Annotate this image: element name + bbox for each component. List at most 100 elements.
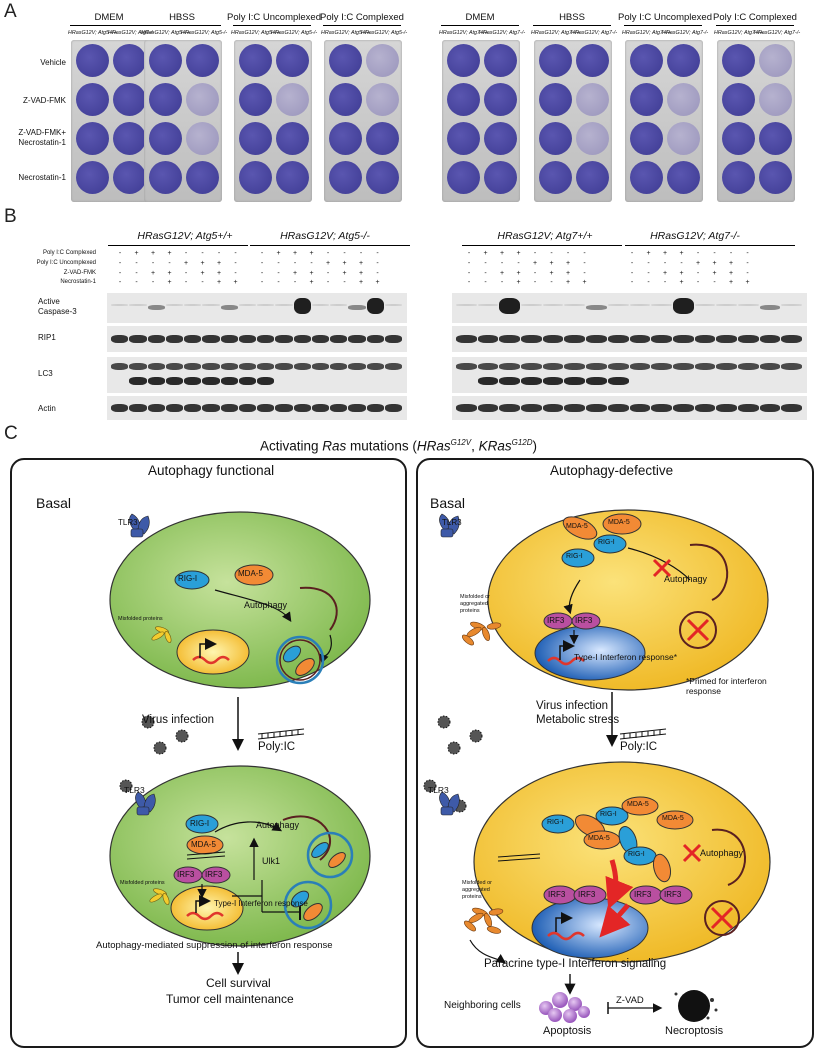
stained-well xyxy=(329,161,362,194)
left-infected-autophagy-label: Autophagy xyxy=(256,820,300,830)
treatment-sign: - xyxy=(680,260,683,267)
zvad-label: Z-VAD xyxy=(616,995,644,1006)
treatment-sign: + xyxy=(549,260,554,267)
treatment-sign: - xyxy=(234,250,237,257)
stained-well xyxy=(329,44,362,77)
stained-well xyxy=(759,161,792,194)
left-basal-cell xyxy=(109,511,371,689)
stained-well xyxy=(149,83,182,116)
treatment-sign: - xyxy=(326,250,330,257)
stained-well xyxy=(630,161,663,194)
treatment-sign: - xyxy=(118,250,122,257)
treatment-sign: + xyxy=(499,250,505,257)
treatment-sign: - xyxy=(713,279,716,286)
stained-well xyxy=(722,122,755,155)
treatment-sign: - xyxy=(647,279,650,286)
treatment-sign: - xyxy=(293,279,297,286)
treatment-sign: - xyxy=(135,279,138,286)
left-tlr3-receptor xyxy=(129,513,150,538)
treatment-sign: - xyxy=(184,279,188,286)
suppression-label: Autophagy-mediated suppression of interf… xyxy=(96,940,333,951)
right-heading: Autophagy-defective xyxy=(550,463,674,478)
plate-genotype-label: HRasG12V; Atg7+/+ xyxy=(439,30,488,36)
right-irf3-a-label: IRF3 xyxy=(547,616,565,625)
right-rigi-label-2: RIG-I xyxy=(566,553,583,560)
blot-label-lc3: LC3 xyxy=(38,369,53,378)
treatment-sign: - xyxy=(260,279,264,286)
treatment-sign: + xyxy=(728,279,734,286)
tumor-maintenance-label: Tumor cell maintenance xyxy=(166,992,294,1006)
left-irf3-a-label: IRF3 xyxy=(177,870,195,879)
stained-well xyxy=(76,83,109,116)
treatment-sign: - xyxy=(260,270,264,277)
plate-row-label: Necrostatin-1 xyxy=(18,173,66,182)
stained-well xyxy=(329,122,362,155)
left-basal-autophagosome xyxy=(275,635,325,685)
necroptosis-cell xyxy=(674,990,718,1022)
left-infected-misfolded xyxy=(149,888,170,906)
treatment-sign: + xyxy=(358,270,364,277)
treatment-sign: + xyxy=(276,250,281,257)
right-infected-mda5-2: MDA-5 xyxy=(588,835,610,842)
treatment-sign: - xyxy=(533,250,537,257)
right-infected-tlr3 xyxy=(439,791,460,816)
plate-group-title: Poly I:C Complexed xyxy=(320,12,404,23)
plate-genotype-label: HRasG12V; Atg5+/+ xyxy=(68,30,117,36)
left-infected-misfolded-label: Misfolded proteins xyxy=(120,880,165,886)
stained-well xyxy=(484,44,517,77)
stained-well xyxy=(113,83,146,116)
stained-well xyxy=(149,161,182,194)
right-infected-autophagy-label: Autophagy xyxy=(700,848,744,858)
treatment-sign: - xyxy=(118,260,122,267)
plate-group-title: Poly I:C Uncomplexed xyxy=(618,12,712,23)
treatment-sign: - xyxy=(359,250,363,257)
treatment-sign: + xyxy=(565,279,571,286)
treatment-sign: - xyxy=(326,270,330,277)
blot-title-atg5-wt: HRasG12V; Atg5+/+ xyxy=(137,230,233,242)
right-polyic-label: Poly:IC xyxy=(620,741,658,753)
right-rigi-label-1: RIG-I xyxy=(598,539,615,546)
treatment-sign: + xyxy=(712,270,717,277)
treatment-sign: - xyxy=(184,270,188,277)
treatment-sign: + xyxy=(292,250,298,257)
left-infected-autophagosome-1 xyxy=(306,831,354,879)
panel-a-letter: A xyxy=(4,1,17,22)
left-autophagy-label: Autophagy xyxy=(244,600,288,610)
treatment-sign: + xyxy=(549,270,554,277)
right-infected-mda5-1: MDA-5 xyxy=(627,801,649,808)
panel-c-letter: C xyxy=(4,423,18,444)
stained-well xyxy=(186,83,219,116)
right-irf3-c-label: IRF3 xyxy=(634,890,652,899)
treatment-sign: - xyxy=(260,260,264,267)
treatment-sign: - xyxy=(484,279,487,286)
treatment-sign: - xyxy=(729,250,733,257)
ulk1-label: Ulk1 xyxy=(262,856,281,866)
stained-well xyxy=(759,122,792,155)
treatment-sign: + xyxy=(183,260,189,267)
treatment-sign: + xyxy=(745,279,750,286)
stained-well xyxy=(576,122,609,155)
right-infected-nucleus xyxy=(531,897,649,959)
treatment-sign: + xyxy=(532,260,538,267)
right-polyic-rna xyxy=(619,728,667,740)
necroptosis-label: Necroptosis xyxy=(665,1025,724,1037)
plate-row-label: Z-VAD-FMK+ Necrostatin-1 xyxy=(18,128,66,147)
stained-well xyxy=(447,161,480,194)
plate-genotype-label: HRasG12V; Atg7-/- xyxy=(662,30,709,36)
treatment-sign: - xyxy=(151,279,155,286)
treatment-sign: + xyxy=(167,270,172,277)
stained-well xyxy=(76,161,109,194)
left-basal-nucleus xyxy=(176,629,250,675)
right-virus-label: Virus infection xyxy=(536,700,609,712)
right-tlr3-label: TLR3 xyxy=(442,518,462,527)
treatment-sign: + xyxy=(167,279,172,286)
stained-well xyxy=(576,44,609,77)
right-basal-irf3-b xyxy=(571,612,601,630)
treatment-sign: - xyxy=(310,260,313,267)
treatment-sign: - xyxy=(583,270,586,277)
stained-well xyxy=(113,44,146,77)
right-irf3-b-label: IRF3 xyxy=(575,616,593,625)
treatment-sign: - xyxy=(343,250,346,257)
stained-well xyxy=(276,161,309,194)
